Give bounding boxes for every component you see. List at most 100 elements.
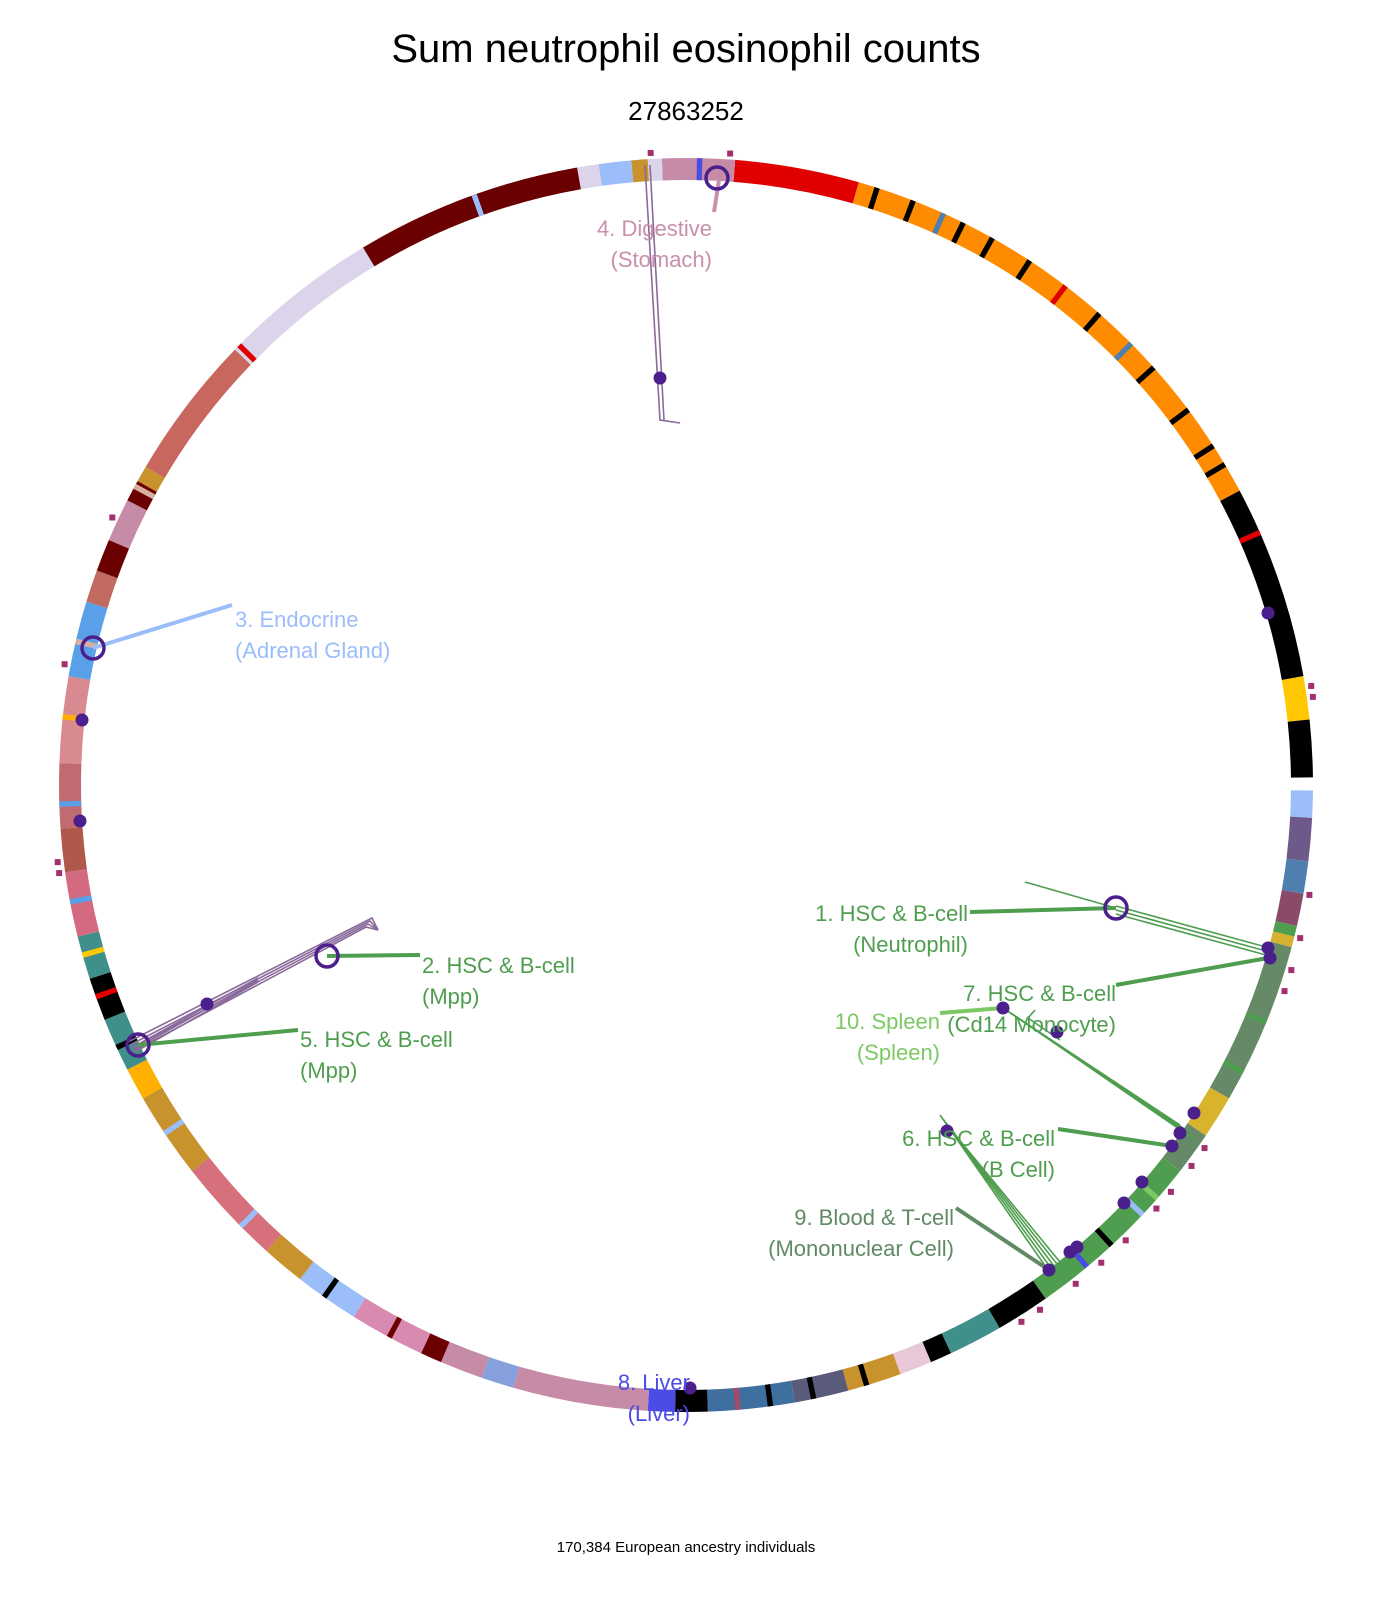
snp-point[interactable] [940,1124,954,1138]
ring-segment [69,895,93,905]
ld-line [133,926,379,1052]
ld-line [1115,909,1267,952]
lead-snp-marker[interactable] [704,165,730,191]
snp-point[interactable] [1042,1263,1056,1277]
tick-mark [1153,1205,1160,1212]
tick-mark [54,859,61,866]
ld-line [1017,1017,1196,1141]
snp-point[interactable] [1173,1126,1187,1140]
ld-lines [127,164,1267,1271]
ring-segment [951,221,966,244]
snp-point[interactable] [1261,941,1275,955]
snp-point[interactable] [1135,1175,1149,1189]
ld-line [1115,905,1267,948]
snp-point[interactable] [653,371,667,385]
ld-line [1026,1009,1061,1041]
annotation-label-line1: 7. HSC & B-cell [963,981,1116,1006]
leader-line [712,179,721,213]
ring-segment [842,1353,901,1391]
ring-segment [598,160,634,186]
ring-segment [471,193,485,217]
ring-segment [1286,816,1313,862]
ring-segment [631,159,650,183]
ring-segment [68,601,108,680]
snp-point[interactable] [75,713,89,727]
tick-mark [1122,1237,1129,1244]
tick-mark [647,149,654,156]
ring-segment [932,212,947,235]
annotation-label-line2: (Stomach) [611,247,712,272]
lead-snp-marker[interactable] [80,635,106,661]
ring-segment [94,986,118,1000]
ld-line [951,1130,1061,1263]
snp-point[interactable] [1263,951,1277,965]
ring-segment [733,159,859,204]
ring-segment [707,1380,795,1412]
ring-segment [647,158,663,182]
annotation-label-line2: (Mononuclear Cell) [768,1236,954,1261]
ring-segment [675,1389,708,1413]
snp-point[interactable] [1165,1139,1179,1153]
ld-line [644,164,681,424]
ring-segment [1033,1157,1181,1299]
annotation-label-line2: (Mpp) [422,984,479,1009]
ring-segment [979,236,995,259]
ring-segment [266,1234,314,1280]
tick-mark [109,514,116,521]
chart-subtitle: 27863252 [628,96,744,126]
ring-segment [647,1388,676,1412]
tick-mark [61,661,68,668]
leader-line [939,1006,1004,1015]
lead-snp-marker[interactable] [1103,895,1129,921]
tick-mark [1072,1280,1079,1287]
ring-segment [75,638,98,649]
snp-point[interactable] [683,1381,697,1395]
ring-segment [1094,1227,1114,1248]
snp-point[interactable] [1187,1106,1201,1120]
ring-segment [1050,284,1068,306]
ring-segment [1204,462,1227,478]
ring-segment [922,1333,951,1363]
lead-snp-marker[interactable] [314,943,340,969]
ring-segment [1281,676,1310,722]
ring-segment [791,1369,849,1403]
snp-point[interactable] [200,997,214,1011]
leader-line [137,1028,299,1047]
ring-segment [1135,365,1156,385]
ring-segment [89,971,126,1020]
snp-point[interactable] [73,814,87,828]
ring-segment [1220,490,1304,680]
ring-segment [1275,890,1304,927]
ring-segment [77,931,111,979]
ring-segment [238,1209,259,1229]
snp-points [73,165,1277,1395]
tick-mark [1281,988,1288,995]
ring-segment [1287,719,1313,778]
ring-segment [1011,1292,1028,1314]
outer-ticks [54,149,1316,1325]
tick-mark [1297,935,1304,942]
snp-point[interactable] [1261,606,1275,620]
annotation-label-line2: (Liver) [628,1401,690,1426]
tick-mark [1308,682,1315,689]
snp-point[interactable] [996,1001,1010,1015]
annotation-label-line2: (Spleen) [857,1040,940,1065]
lead-snp-marker[interactable] [125,1032,151,1058]
annotation-label-line1: 8. Liver [618,1370,690,1395]
ring-segment [1273,921,1297,937]
tick-mark [1309,693,1316,700]
annotation-label-line2: (Cd14 Monocyte) [947,1012,1116,1037]
annotation-label-line2: (Mpp) [300,1058,357,1083]
ring-segment [363,167,581,267]
ring-segment [353,1298,431,1354]
snp-point[interactable] [1070,1240,1084,1254]
ring-segment [1082,311,1102,332]
snp-point[interactable] [1050,1025,1064,1039]
ring-segment [1209,941,1292,1099]
snp-point[interactable] [1117,1196,1131,1210]
ring-segment [733,1387,741,1411]
ring-segment [481,1357,520,1388]
ring-segment [1015,259,1033,281]
annotation-label-line1: 2. HSC & B-cell [422,953,575,978]
ring-segment [1270,931,1295,948]
